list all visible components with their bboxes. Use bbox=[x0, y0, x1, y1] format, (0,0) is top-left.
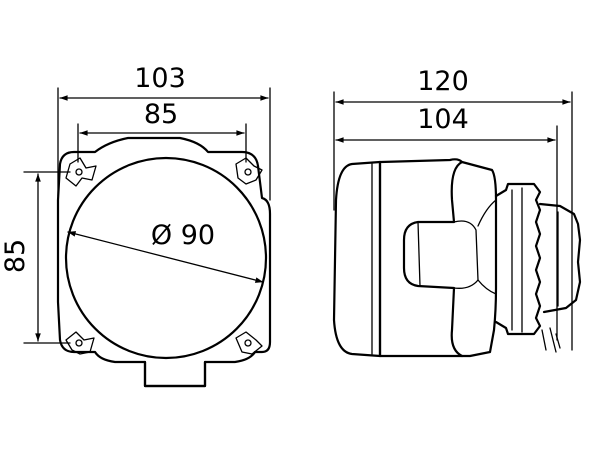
mount-tab-bottom-right bbox=[235, 331, 263, 355]
side-lens-face bbox=[332, 160, 382, 358]
mount-tab-top-left bbox=[65, 157, 97, 187]
lens-circle bbox=[64, 156, 268, 360]
dim-label-side-overall-length: 120 bbox=[417, 66, 469, 97]
mount-tab-bottom-left bbox=[65, 331, 95, 355]
side-rubber-boot bbox=[494, 182, 542, 336]
front-housing-outline bbox=[56, 136, 272, 388]
dim-side-overall-length: 120 bbox=[333, 66, 573, 351]
dim-label-side-body-length: 104 bbox=[417, 104, 469, 135]
side-housing-recess bbox=[402, 160, 464, 358]
dim-front-mount-height: 85 bbox=[0, 171, 71, 344]
front-bottom-stub bbox=[143, 360, 207, 388]
dim-label-lens-diameter: Ø 90 bbox=[151, 220, 215, 251]
side-view: 120 104 bbox=[332, 66, 582, 358]
dim-side-body-length: 104 bbox=[335, 104, 558, 341]
dim-label-front-mount-width: 85 bbox=[144, 99, 178, 130]
side-bulb-socket bbox=[538, 202, 582, 314]
side-housing-body bbox=[378, 158, 498, 358]
dim-front-overall-width: 103 bbox=[57, 63, 271, 201]
front-view: 103 85 85 Ø 90 bbox=[0, 63, 272, 388]
mount-tab-top-right bbox=[235, 157, 263, 185]
dim-label-front-mount-height: 85 bbox=[0, 239, 31, 273]
dim-label-front-overall-width: 103 bbox=[134, 63, 186, 94]
dim-front-mount-width: 85 bbox=[77, 99, 247, 163]
dim-lens-diameter: Ø 90 bbox=[67, 220, 264, 283]
